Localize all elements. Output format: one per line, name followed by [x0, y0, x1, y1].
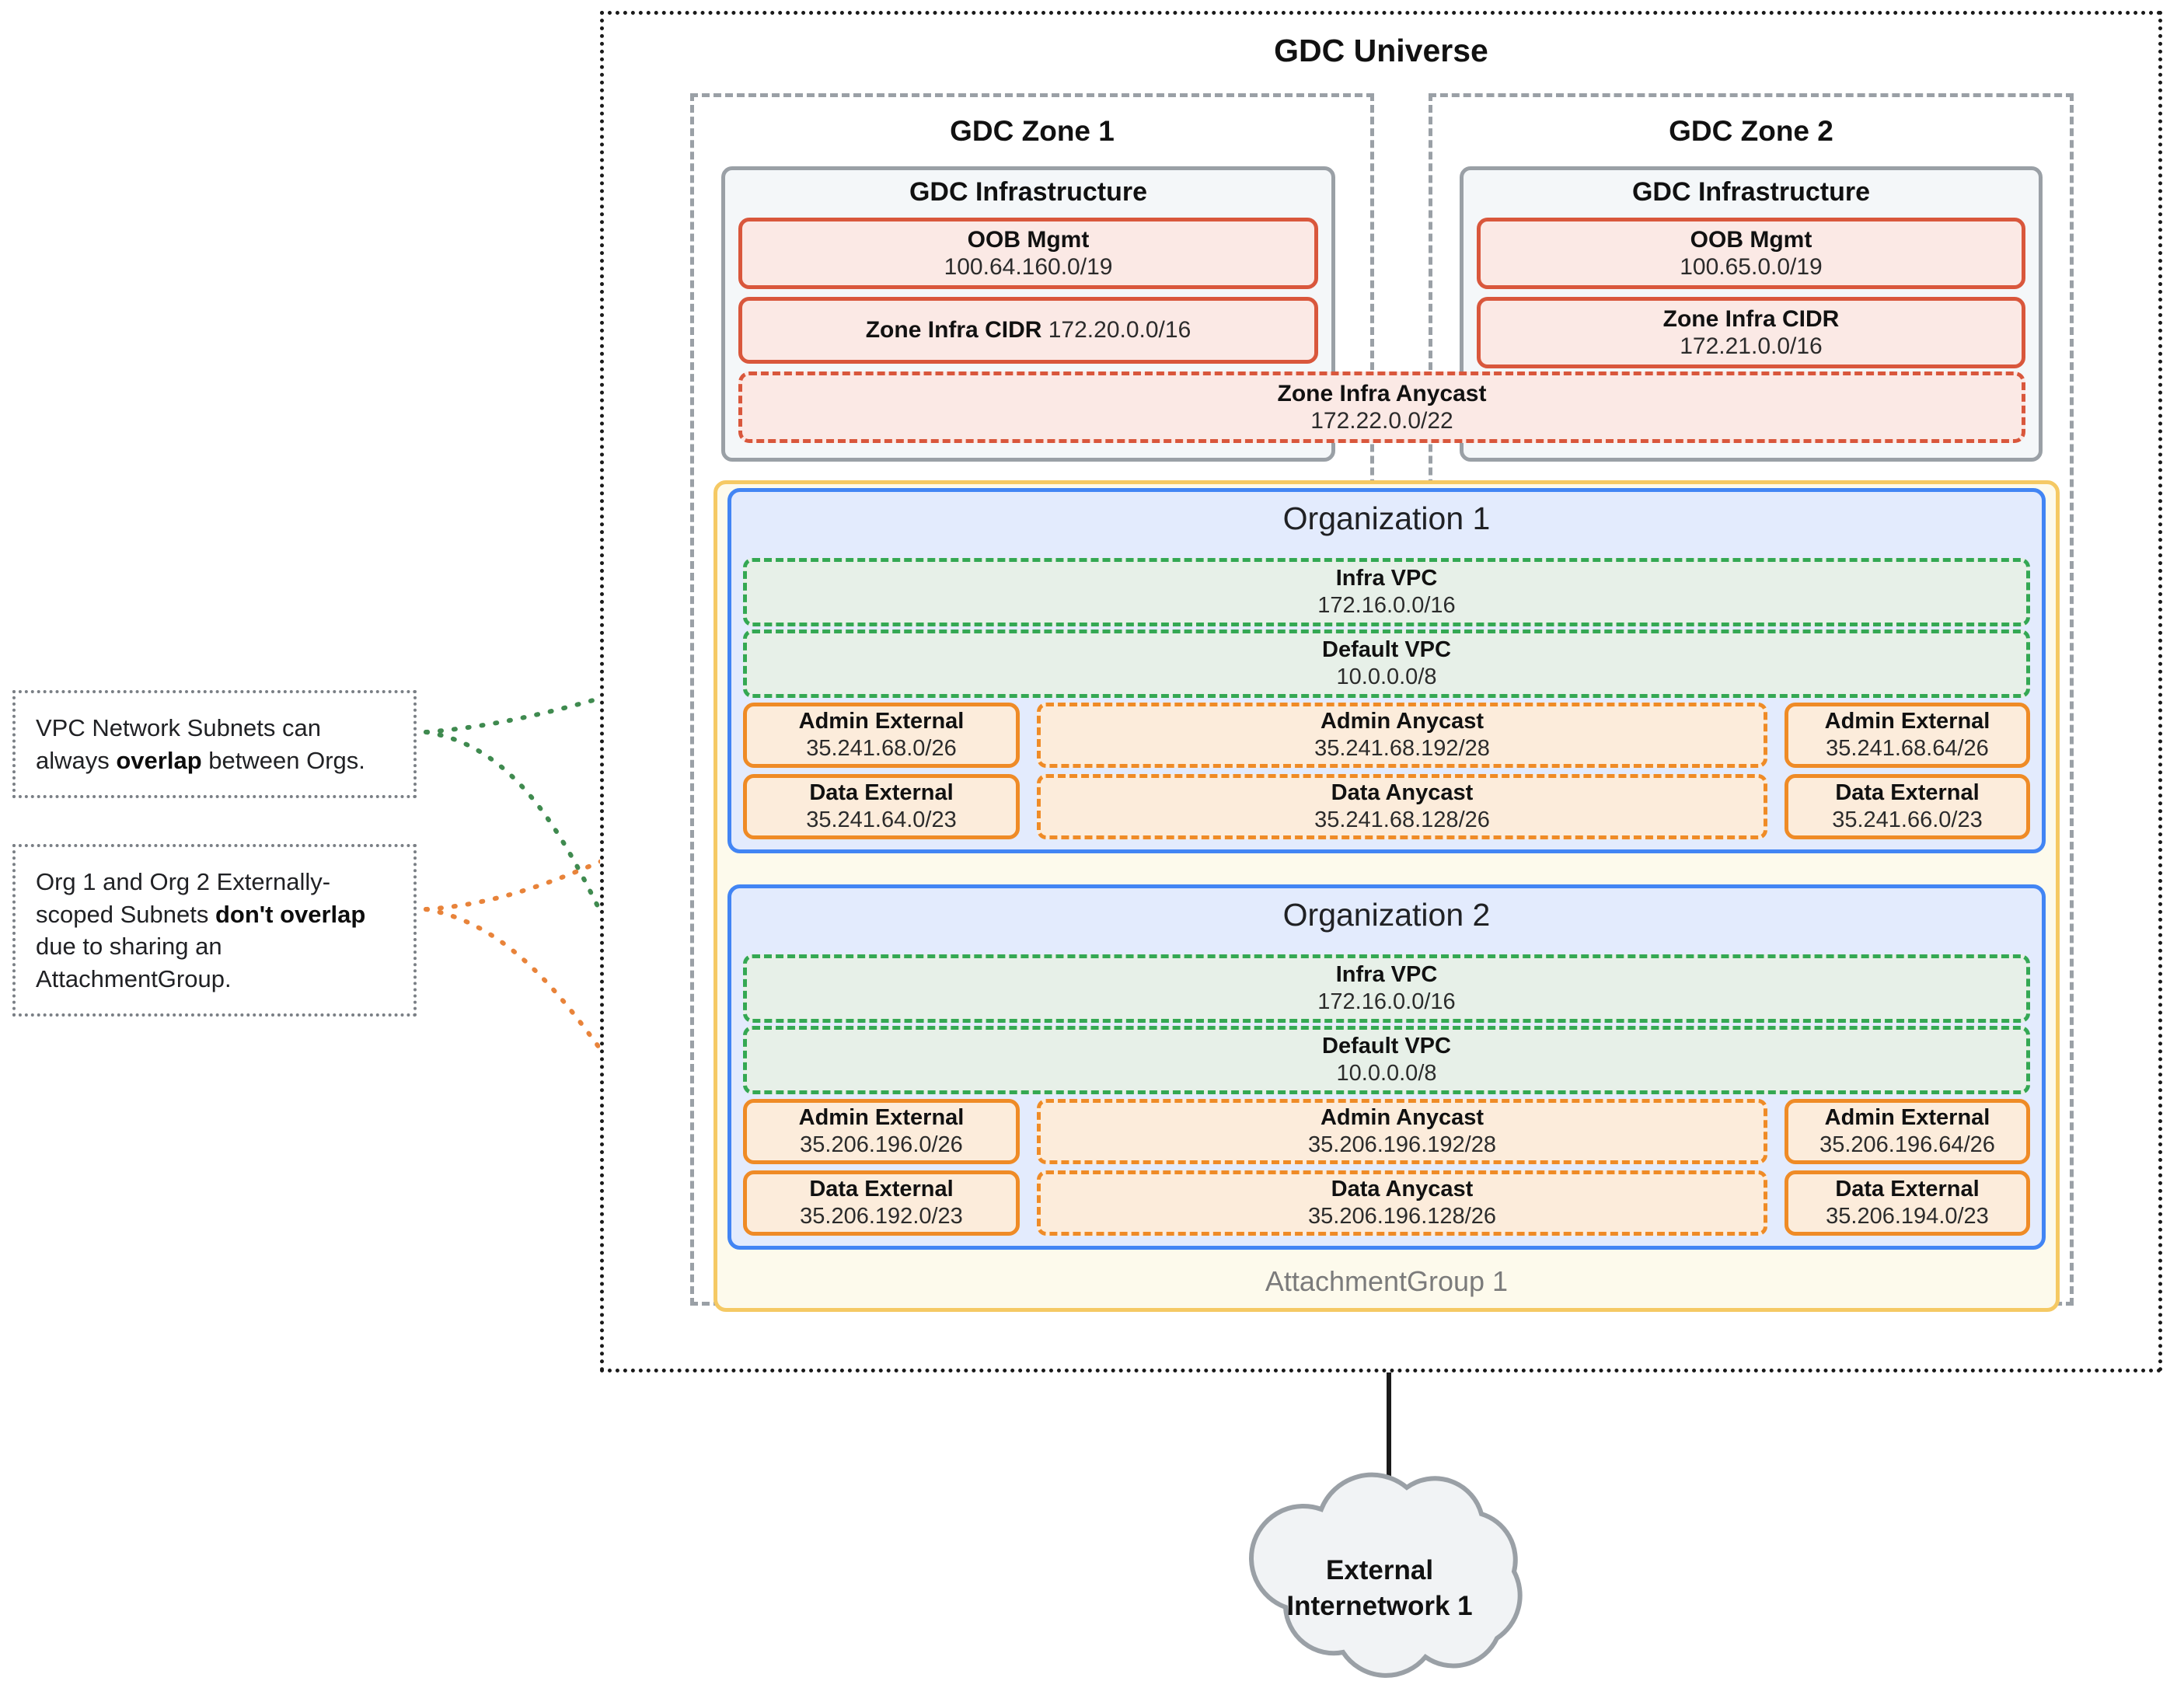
gdc-infrastructure-title-zone1: GDC Infrastructure: [909, 177, 1148, 207]
admin-external-left-chip-org2: Admin External 35.206.196.0/26: [743, 1099, 1020, 1164]
organization-2-title: Organization 2: [1282, 897, 1491, 933]
note-external-no-overlap-text-before: Org 1 and Org 2 Externally-scoped Subnet…: [36, 868, 331, 928]
zone-infra-anycast-label: Zone Infra Anycast: [1277, 380, 1487, 406]
data-anycast-chip-org1: Data Anycast 35.241.68.128/26: [1037, 774, 1767, 839]
zone-infra-cidr-label-zone2: Zone Infra CIDR: [1662, 305, 1840, 332]
default-vpc-cidr-org1: 10.0.0.0/8: [1336, 664, 1437, 689]
default-vpc-cidr-org2: 10.0.0.0/8: [1336, 1061, 1437, 1086]
infra-vpc-cidr-org1: 172.16.0.0/16: [1317, 593, 1456, 618]
zone-infra-cidr-chip-zone2: Zone Infra CIDR 172.21.0.0/16: [1477, 297, 2025, 368]
zone-infra-cidr-label-zone1: Zone Infra CIDR: [865, 317, 1042, 344]
data-external-right-chip-org2: Data External 35.206.194.0/23: [1785, 1170, 2030, 1236]
admin-external-right-cidr-org2: 35.206.196.64/26: [1819, 1132, 1995, 1157]
data-external-left-label-org1: Data External: [809, 780, 954, 806]
zone-infra-cidr-text-zone1: Zone Infra CIDR 172.20.0.0/16: [866, 316, 1191, 344]
infra-vpc-chip-org1: Infra VPC 172.16.0.0/16: [743, 558, 2030, 626]
data-external-left-chip-org1: Data External 35.241.64.0/23: [743, 774, 1020, 839]
data-external-right-cidr-org1: 35.241.66.0/23: [1832, 807, 1983, 832]
infra-vpc-cidr-org2: 172.16.0.0/16: [1317, 989, 1456, 1014]
admin-anycast-chip-org1: Admin Anycast 35.241.68.192/28: [1037, 703, 1767, 768]
gdc-zone-1-title: GDC Zone 1: [950, 115, 1115, 147]
attachment-group-label: AttachmentGroup 1: [1265, 1265, 1509, 1297]
admin-external-right-label-org2: Admin External: [1824, 1105, 1990, 1131]
gdc-infrastructure-title-zone2: GDC Infrastructure: [1631, 177, 1871, 207]
note-vpc-overlap-text-after: between Orgs.: [201, 746, 365, 774]
oob-mgmt-chip-zone1: OOB Mgmt 100.64.160.0/19: [738, 218, 1318, 289]
data-external-left-cidr-org2: 35.206.192.0/23: [800, 1204, 963, 1229]
admin-external-left-chip-org1: Admin External 35.241.68.0/26: [743, 703, 1020, 768]
data-anycast-chip-org2: Data Anycast 35.206.196.128/26: [1037, 1170, 1767, 1236]
admin-external-right-label-org1: Admin External: [1824, 709, 1990, 734]
admin-external-left-label-org2: Admin External: [798, 1105, 965, 1131]
admin-anycast-label-org2: Admin Anycast: [1320, 1105, 1484, 1131]
note-external-no-overlap: Org 1 and Org 2 Externally-scoped Subnet…: [12, 844, 417, 1017]
data-external-right-chip-org1: Data External 35.241.66.0/23: [1785, 774, 2030, 839]
admin-anycast-cidr-org1: 35.241.68.192/28: [1314, 736, 1490, 761]
note-vpc-overlap-emphasis: overlap: [116, 746, 202, 774]
gdc-universe-title: GDC Universe: [1274, 33, 1488, 68]
data-anycast-cidr-org2: 35.206.196.128/26: [1308, 1204, 1496, 1229]
admin-external-right-cidr-org1: 35.241.68.64/26: [1826, 736, 1989, 761]
note-external-no-overlap-emphasis: don't overlap: [215, 900, 366, 928]
external-network-line-1: External: [1325, 1555, 1434, 1585]
admin-external-right-chip-org1: Admin External 35.241.68.64/26: [1785, 703, 2030, 768]
default-vpc-label-org2: Default VPC: [1322, 1034, 1451, 1059]
note-vpc-overlap: VPC Network Subnets can always overlap b…: [12, 690, 417, 799]
data-external-left-label-org2: Data External: [809, 1177, 954, 1202]
zone-infra-cidr-value-zone1: 172.20.0.0/16: [1048, 317, 1191, 344]
data-external-left-chip-org2: Data External 35.206.192.0/23: [743, 1170, 1020, 1236]
data-anycast-cidr-org1: 35.241.68.128/26: [1314, 807, 1490, 832]
oob-mgmt-label-zone1: OOB Mgmt: [967, 226, 1090, 253]
infra-vpc-label-org1: Infra VPC: [1335, 566, 1438, 591]
default-vpc-chip-org2: Default VPC 10.0.0.0/8: [743, 1026, 2030, 1094]
oob-mgmt-cidr-zone2: 100.65.0.0/19: [1680, 254, 1823, 280]
data-external-left-cidr-org1: 35.241.64.0/23: [806, 807, 957, 832]
default-vpc-chip-org1: Default VPC 10.0.0.0/8: [743, 630, 2030, 698]
oob-mgmt-cidr-zone1: 100.64.160.0/19: [944, 254, 1113, 280]
data-external-right-label-org2: Data External: [1835, 1177, 1980, 1202]
note-external-no-overlap-text-after: due to sharing an AttachmentGroup.: [36, 933, 232, 992]
oob-mgmt-chip-zone2: OOB Mgmt 100.65.0.0/19: [1477, 218, 2025, 289]
admin-external-left-cidr-org1: 35.241.68.0/26: [806, 736, 957, 761]
admin-anycast-cidr-org2: 35.206.196.192/28: [1308, 1132, 1496, 1157]
note-vpc-overlap-text-before: VPC Network Subnets can always: [36, 714, 322, 774]
zone-infra-cidr-chip-zone1: Zone Infra CIDR 172.20.0.0/16: [738, 297, 1318, 364]
organization-1-title: Organization 1: [1282, 500, 1491, 536]
infra-vpc-label-org2: Infra VPC: [1335, 962, 1438, 988]
data-external-right-cidr-org2: 35.206.194.0/23: [1826, 1204, 1989, 1229]
data-anycast-label-org1: Data Anycast: [1331, 780, 1474, 806]
data-anycast-label-org2: Data Anycast: [1331, 1177, 1474, 1202]
data-external-right-label-org1: Data External: [1835, 780, 1980, 806]
admin-anycast-chip-org2: Admin Anycast 35.206.196.192/28: [1037, 1099, 1767, 1164]
zone-infra-anycast-chip: Zone Infra Anycast 172.22.0.0/22: [738, 371, 2025, 443]
zone-infra-cidr-value-zone2: 172.21.0.0/16: [1680, 333, 1823, 359]
default-vpc-label-org1: Default VPC: [1322, 637, 1451, 663]
external-network-label: External Internetwork 1: [1244, 1553, 1516, 1624]
admin-external-right-chip-org2: Admin External 35.206.196.64/26: [1785, 1099, 2030, 1164]
zone-infra-anycast-cidr: 172.22.0.0/22: [1310, 408, 1453, 434]
infra-vpc-chip-org2: Infra VPC 172.16.0.0/16: [743, 954, 2030, 1023]
admin-anycast-label-org1: Admin Anycast: [1320, 709, 1484, 734]
external-network-node: External Internetwork 1: [1244, 1469, 1586, 1694]
admin-external-left-label-org1: Admin External: [798, 709, 965, 734]
gdc-zone-2-title: GDC Zone 2: [1669, 115, 1833, 147]
oob-mgmt-label-zone2: OOB Mgmt: [1690, 226, 1812, 253]
external-network-line-2: Internetwork 1: [1286, 1590, 1473, 1621]
admin-external-left-cidr-org2: 35.206.196.0/26: [800, 1132, 963, 1157]
